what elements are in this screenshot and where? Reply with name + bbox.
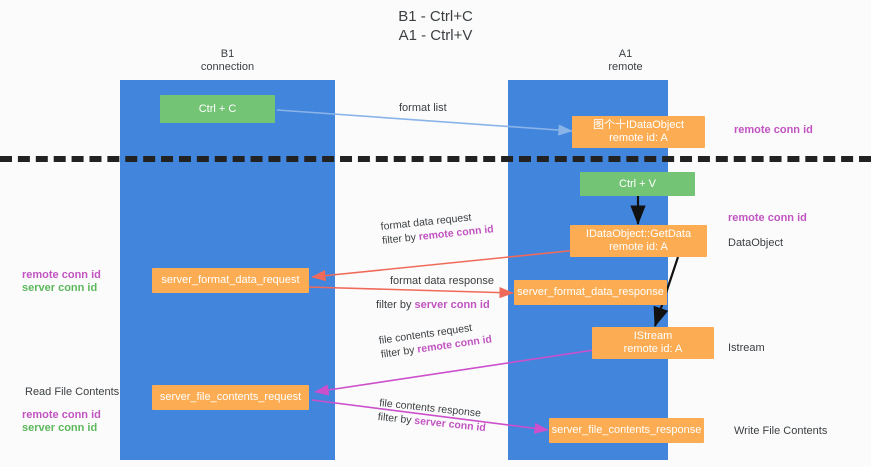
filter-prefix: filter by	[380, 343, 419, 361]
edge-label-format-data-response-filter: filter by server conn id	[376, 298, 490, 312]
column-header-b1-line1: B1	[220, 48, 235, 60]
side-label-write-file-contents: Write File Contents	[734, 425, 828, 437]
side-label-remote-conn-id-mid: remote conn id	[728, 212, 807, 224]
node-idataobject-remote-sub: remote id: A	[609, 132, 668, 144]
side-label-left-remote-conn-id-mid: remote conn id	[22, 269, 101, 281]
side-label-remote-conn-id-top: remote conn id	[734, 124, 813, 136]
node-istream-sub: remote id: A	[623, 343, 683, 355]
column-header-a1-line1: A1	[618, 48, 633, 60]
node-server-file-contents-request[interactable]: server_file_contents_request	[152, 385, 309, 410]
node-idataobject-remote-label: 图个十IDataObject	[592, 119, 685, 131]
phase-divider	[0, 156, 871, 162]
diagram-title-line-1: B1 - Ctrl+C	[398, 8, 473, 25]
edge-label-file-contents-request-group: file contents request filter by remote c…	[378, 318, 493, 361]
column-header-b1-line2: connection	[200, 61, 255, 73]
filter-prefix: filter by	[377, 410, 415, 427]
node-idataobject-getdata[interactable]: IDataObject::GetData remote id: A	[570, 225, 707, 257]
side-label-left-server-conn-id-bot: server conn id	[22, 422, 98, 434]
column-header-a1: A1 remote	[548, 48, 703, 74]
node-idataobject-getdata-label: IDataObject::GetData	[585, 228, 692, 240]
side-label-left-server-conn-id-mid: server conn id	[22, 282, 98, 294]
diagram-title-line-2: A1 - Ctrl+V	[398, 27, 473, 44]
node-istream[interactable]: IStream remote id: A	[592, 327, 714, 359]
side-label-istream: Istream	[728, 342, 765, 354]
side-label-read-file-contents: Read File Contents	[25, 386, 120, 398]
side-label-dataobject: DataObject	[728, 237, 784, 249]
filter-key-server-conn-id: server conn id	[414, 299, 490, 311]
node-istream-label: IStream	[633, 330, 673, 342]
edge-label-format-data-request-group: format data request filter by remote con…	[380, 208, 494, 248]
filter-prefix: filter by	[381, 231, 420, 247]
edge-label-format-list: format list	[399, 102, 447, 114]
node-ctrl-c[interactable]: Ctrl + C	[160, 95, 275, 123]
node-server-format-data-response[interactable]: server_format_data_response	[514, 280, 667, 305]
node-ctrl-c-label: Ctrl + C	[198, 102, 237, 115]
filter-prefix: filter by	[376, 299, 415, 311]
node-ctrl-v-label: Ctrl + V	[619, 177, 656, 190]
node-idataobject-remote[interactable]: 图个十IDataObject remote id: A	[572, 116, 705, 148]
node-server-format-data-response-label: server_format_data_response	[517, 286, 664, 298]
edge-label-file-contents-response-group: file contents response filter by server …	[377, 396, 488, 435]
column-header-b1: B1 connection	[150, 48, 305, 74]
side-label-left-remote-conn-id-bot: remote conn id	[22, 409, 101, 421]
node-server-file-contents-request-label: server_file_contents_request	[159, 391, 302, 403]
column-header-a1-line2: remote	[608, 61, 643, 73]
node-server-format-data-request-label: server_format_data_request	[161, 274, 300, 286]
node-ctrl-v[interactable]: Ctrl + V	[580, 172, 695, 196]
node-server-format-data-request[interactable]: server_format_data_request	[152, 268, 309, 293]
node-server-file-contents-response[interactable]: server_file_contents_response	[549, 418, 704, 443]
node-idataobject-getdata-sub: remote id: A	[609, 241, 668, 253]
node-server-file-contents-response-label: server_file_contents_response	[551, 424, 702, 436]
edge-label-format-data-response: format data response	[390, 275, 494, 287]
